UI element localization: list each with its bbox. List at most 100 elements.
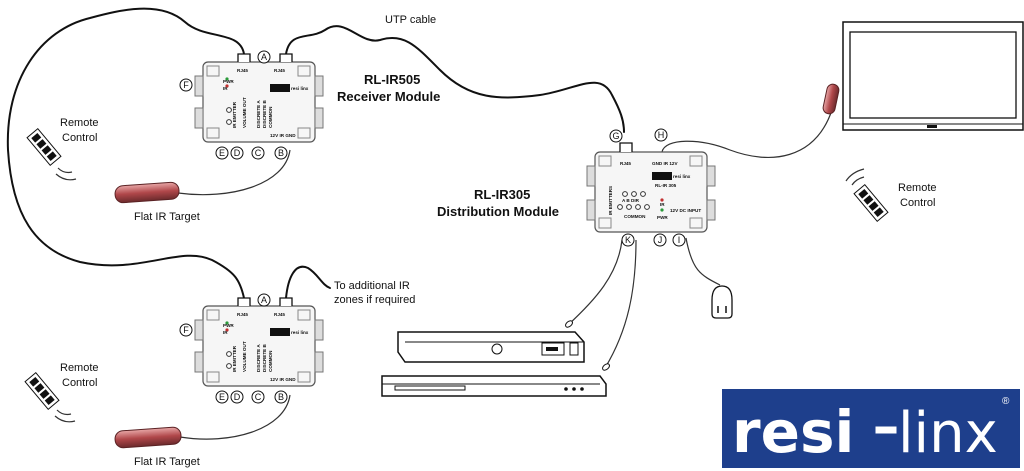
ir-signal-waves-2 <box>54 409 76 423</box>
svg-text:RJ45: RJ45 <box>620 161 631 166</box>
svg-text:12V IR GND: 12V IR GND <box>270 133 296 138</box>
callout-b-top: B <box>274 146 288 160</box>
svg-text:DISCRETE B: DISCRETE B <box>262 343 267 372</box>
svg-text:resi linx: resi linx <box>673 174 691 179</box>
flat-ir-target-label-1: Flat IR Target <box>134 211 200 223</box>
callout-i: I <box>672 233 686 247</box>
emitter-cable-2 <box>604 239 637 369</box>
svg-text:C: C <box>255 148 262 158</box>
svg-text:C: C <box>255 392 262 402</box>
svg-text:RJ45: RJ45 <box>274 312 285 317</box>
flat-ir-target-label-2: Flat IR Target <box>134 456 200 468</box>
remote-control-icon-1 <box>26 128 62 166</box>
svg-text:DISCRETE B: DISCRETE B <box>262 99 267 128</box>
svg-text:resi linx: resi linx <box>291 86 309 91</box>
dvd-player <box>381 375 607 397</box>
svg-text:PWR: PWR <box>657 215 668 220</box>
svg-text:IR EMITTER: IR EMITTER <box>232 101 237 128</box>
remote-control-label-3-line2: Control <box>900 197 935 209</box>
svg-text:G: G <box>612 131 619 141</box>
distribution-name-label: Distribution Module <box>437 204 559 219</box>
receiver-name-label: Receiver Module <box>337 89 440 104</box>
svg-text:RJ45: RJ45 <box>237 312 248 317</box>
set-top-box <box>397 331 585 363</box>
distribution-model-label: RL-IR305 <box>474 187 530 202</box>
additional-zones-label-line1: To additional IR <box>334 280 410 292</box>
power-cable <box>685 237 721 286</box>
distribution-module: RJ45 GND IR 12V resi linx RL-IR 305 IR E… <box>586 142 716 233</box>
svg-text:E: E <box>219 148 225 158</box>
svg-text:DISCRETE A: DISCRETE A <box>256 344 261 372</box>
svg-text:resi: resi <box>732 398 854 466</box>
callout-g: G <box>609 129 623 143</box>
svg-text:VOLUME OUT: VOLUME OUT <box>242 97 247 128</box>
power-plug-icon <box>711 285 733 319</box>
remote-control-icon-2 <box>24 372 60 410</box>
svg-text:linx: linx <box>898 401 998 466</box>
receiver-model-label: RL-IR505 <box>364 72 420 87</box>
callout-e-top: E <box>215 146 229 160</box>
utp-cable-loop <box>6 7 245 299</box>
svg-text:12V IR GND: 12V IR GND <box>270 377 296 382</box>
svg-text:IR EMITTERS: IR EMITTERS <box>608 186 613 215</box>
callout-f-bottom: F <box>179 323 193 337</box>
callout-k: K <box>621 233 635 247</box>
callout-f-top: F <box>179 78 193 92</box>
emitter-head-1 <box>565 320 573 328</box>
callout-a-bottom: A <box>257 293 271 307</box>
resi-linx-logo: resi linx ® <box>722 389 1020 468</box>
callout-d-top: D <box>230 146 244 160</box>
svg-text:RL-IR 305: RL-IR 305 <box>655 183 677 188</box>
svg-text:IR: IR <box>660 202 665 207</box>
svg-text:H: H <box>658 130 665 140</box>
svg-text:J: J <box>658 235 663 245</box>
callout-c-bottom: C <box>251 390 265 404</box>
svg-text:IR EMITTER: IR EMITTER <box>232 345 237 372</box>
utp-cable-additional <box>285 265 331 299</box>
remote-control-icon-3 <box>853 184 889 222</box>
ir-signal-waves-3 <box>845 168 865 186</box>
svg-text:resi linx: resi linx <box>291 330 309 335</box>
svg-text:COMMON: COMMON <box>624 214 646 219</box>
remote-control-label-1-line1: Remote <box>60 117 99 129</box>
tv-ir-emitter <box>822 83 840 115</box>
remote-control-label-1-line2: Control <box>62 132 97 144</box>
utp-cable-main <box>285 25 625 133</box>
ir-emitter-cable-tv <box>661 109 833 159</box>
svg-text:RJ45: RJ45 <box>237 68 248 73</box>
television <box>842 21 1024 131</box>
svg-text:IR: IR <box>223 330 228 335</box>
callout-h: H <box>654 128 668 142</box>
callout-c-top: C <box>251 146 265 160</box>
ir-signal-waves-1 <box>55 167 77 181</box>
callout-b-bottom: B <box>274 390 288 404</box>
svg-text:GND IR 12V: GND IR 12V <box>652 161 678 166</box>
svg-text:RJ45: RJ45 <box>274 68 285 73</box>
flat-ir-target-2 <box>114 426 182 449</box>
svg-text:F: F <box>183 80 189 90</box>
utp-cable-label: UTP cable <box>385 14 436 26</box>
emitter-cable-1 <box>567 239 623 326</box>
svg-text:COMMON: COMMON <box>268 106 273 128</box>
svg-text:IR: IR <box>223 86 228 91</box>
remote-control-label-2-line2: Control <box>62 377 97 389</box>
svg-text:B: B <box>278 392 284 402</box>
receiver-module-bottom: RJ45 RJ45 PWR IR resi linx IR EMITTER VO… <box>194 297 324 387</box>
svg-text:F: F <box>183 325 189 335</box>
svg-text:K: K <box>625 235 631 245</box>
svg-text:D: D <box>234 148 241 158</box>
callout-a-top: A <box>257 50 271 64</box>
svg-text:®: ® <box>1002 396 1010 407</box>
svg-text:12V DC INPUT: 12V DC INPUT <box>670 208 701 213</box>
svg-text:COMMON: COMMON <box>268 350 273 372</box>
svg-text:PWR: PWR <box>223 79 234 84</box>
additional-zones-label-line2: zones if required <box>334 294 415 306</box>
flat-ir-target-1 <box>114 181 180 204</box>
svg-text:D: D <box>234 392 241 402</box>
remote-control-label-2-line1: Remote <box>60 362 99 374</box>
callout-e-bottom: E <box>215 390 229 404</box>
svg-text:E: E <box>219 392 225 402</box>
ir-target-cable-2 <box>179 394 291 440</box>
callout-d-bottom: D <box>230 390 244 404</box>
